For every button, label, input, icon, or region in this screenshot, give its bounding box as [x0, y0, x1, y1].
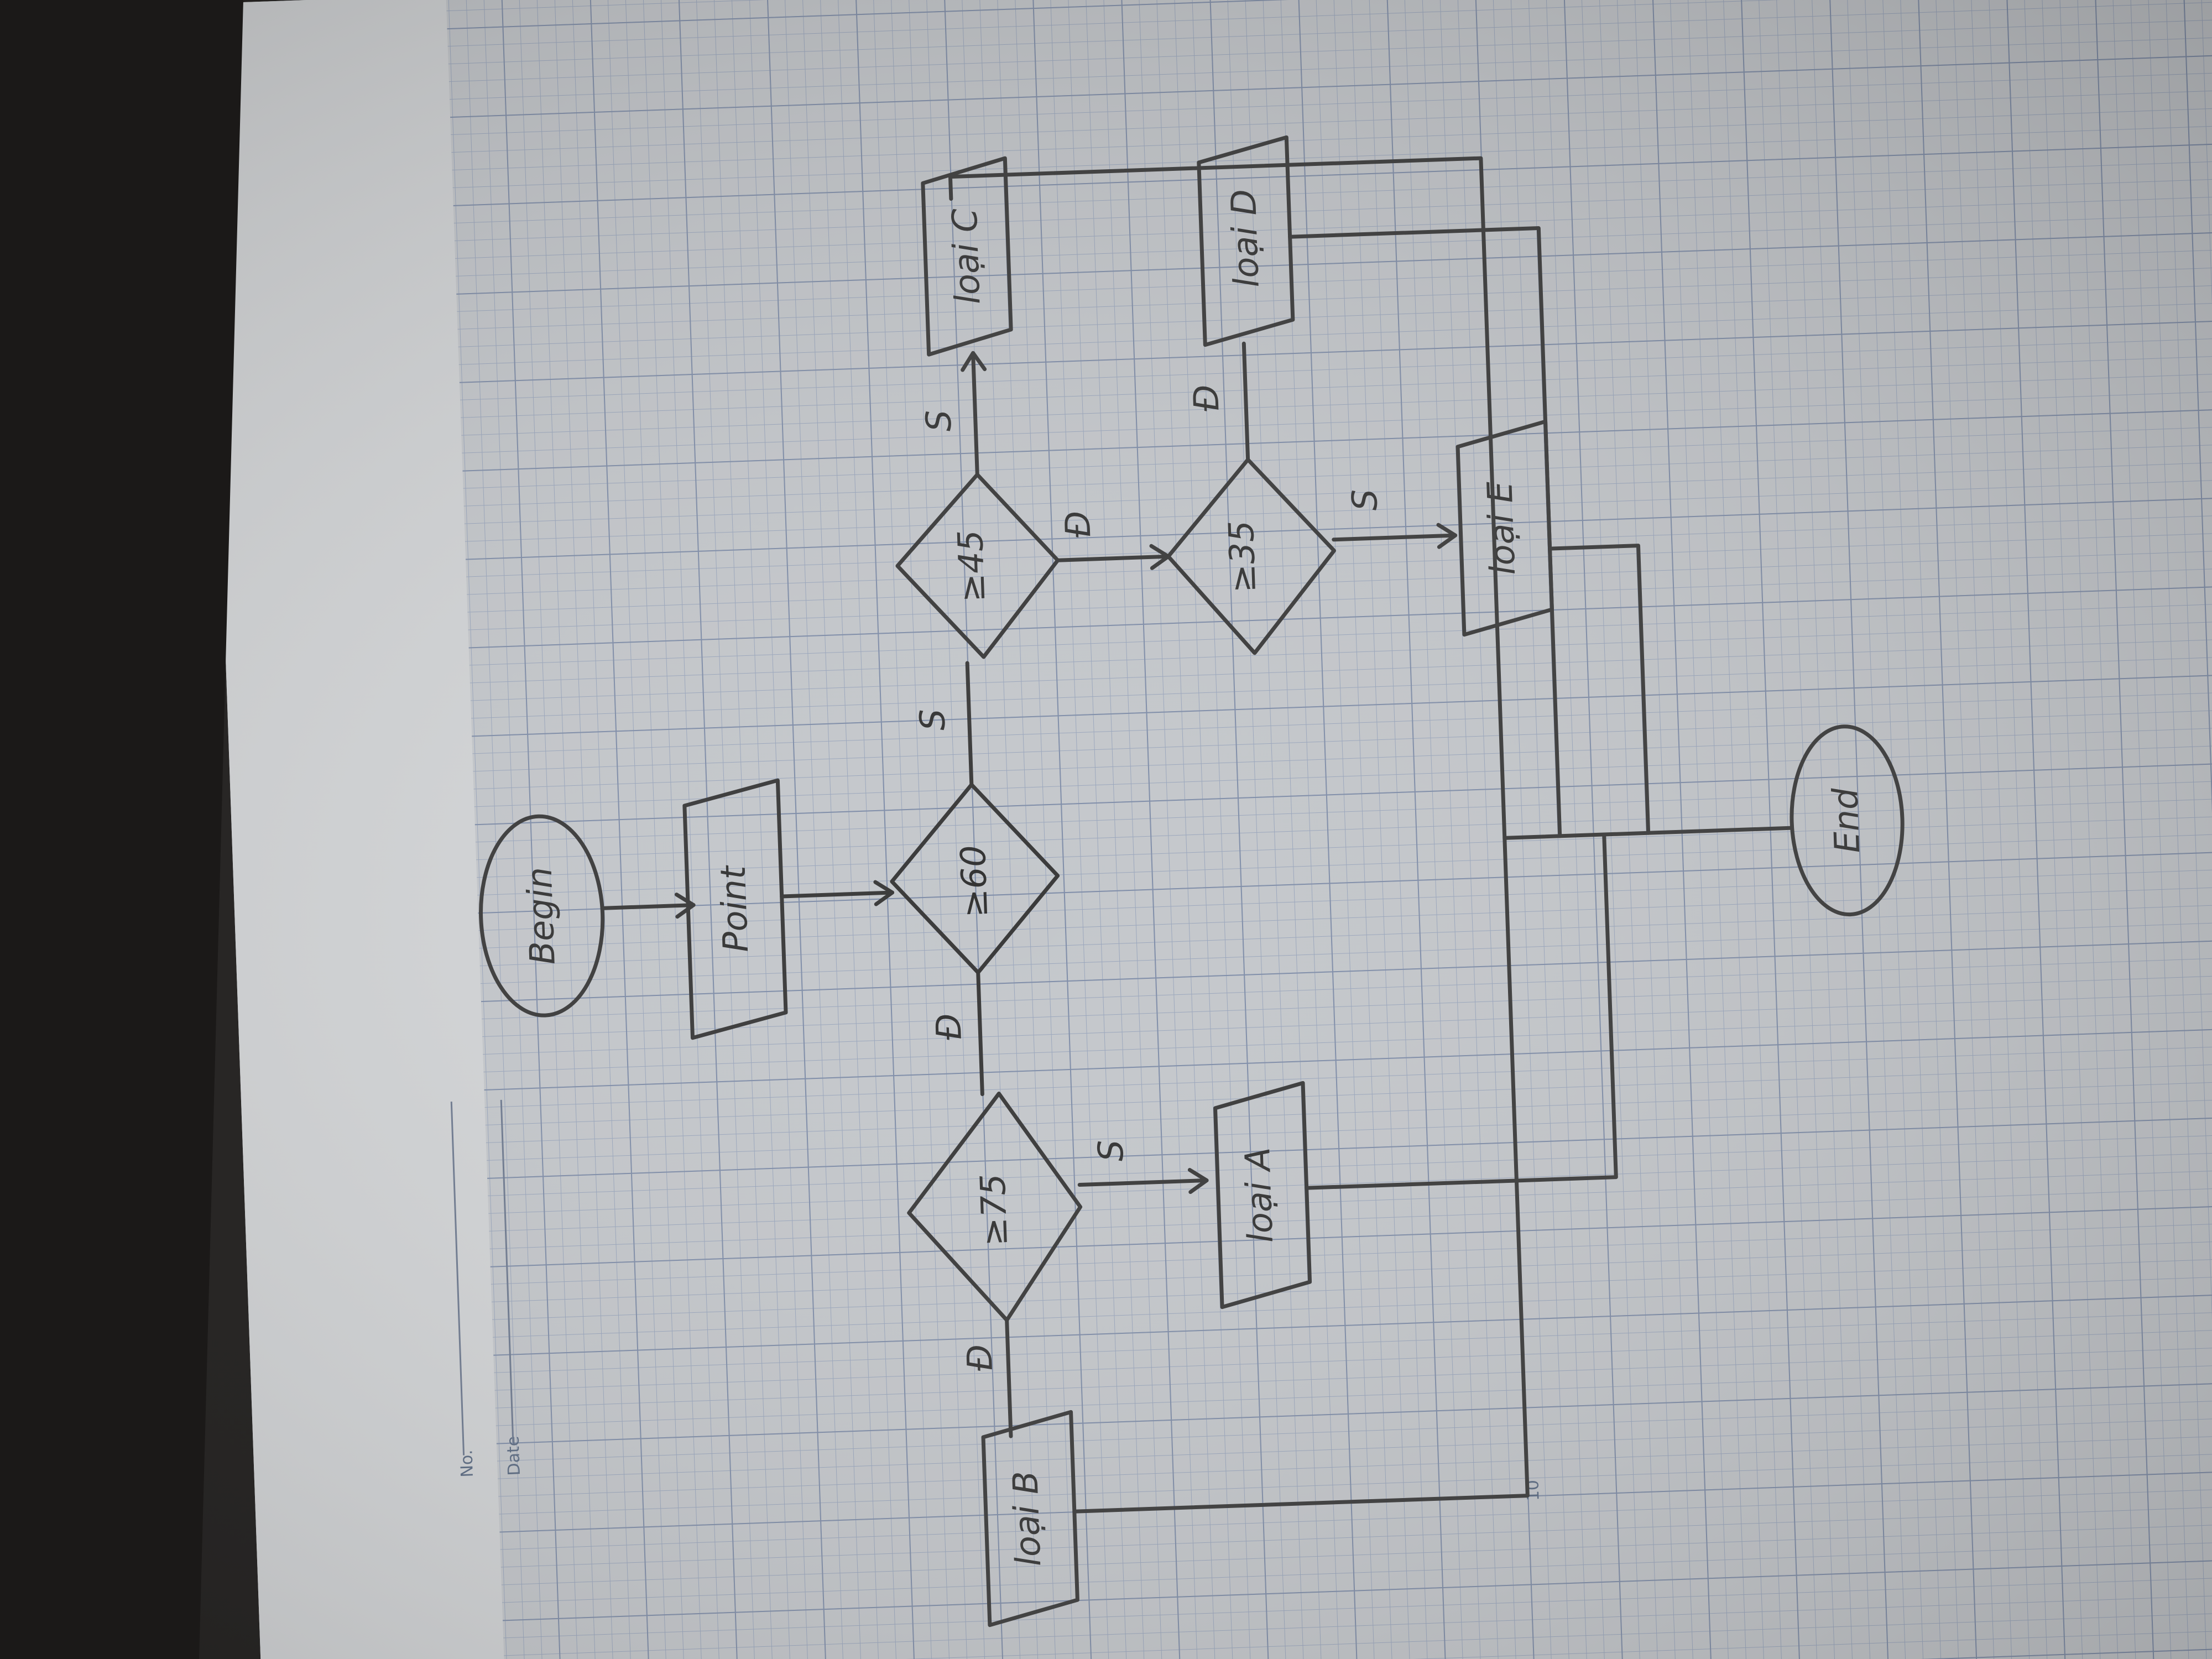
begin-text: Begin	[519, 867, 563, 966]
edge-label-true-4: Đ	[1186, 384, 1227, 412]
edge-label-false-2: S	[912, 708, 953, 732]
edge-label-true-2: Đ	[959, 1344, 1000, 1372]
decision-60-text: ≥60	[953, 844, 996, 918]
loai-c-text: loại C	[944, 207, 988, 305]
loai-e-text: loại E	[1479, 481, 1523, 576]
loai-a-text: loại A	[1237, 1147, 1281, 1244]
graph-grid	[446, 0, 2212, 1659]
input-point-text: Point	[713, 864, 756, 953]
edge-label-false-1: S	[1090, 1139, 1131, 1162]
loai-b-text: loại B	[1005, 1470, 1048, 1567]
edge-label-false-4: S	[1344, 488, 1385, 512]
edge-label-false-3: S	[918, 409, 959, 432]
loai-d-text: loại D	[1223, 189, 1267, 288]
end-text: End	[1825, 787, 1867, 854]
decision-45-text: ≥45	[950, 529, 993, 603]
edge-label-true-1: Đ	[928, 1013, 969, 1041]
no-label: No.	[457, 1449, 477, 1478]
decision-35-text: ≥35	[1220, 520, 1264, 593]
notebook-page: No. Date 15 10 Begin Point ≥60 Đ	[93, 0, 2212, 1659]
background-edge	[0, 0, 243, 1659]
edge-label-true-3: Đ	[1057, 510, 1099, 539]
decision-75-text: ≥75	[972, 1173, 1015, 1246]
